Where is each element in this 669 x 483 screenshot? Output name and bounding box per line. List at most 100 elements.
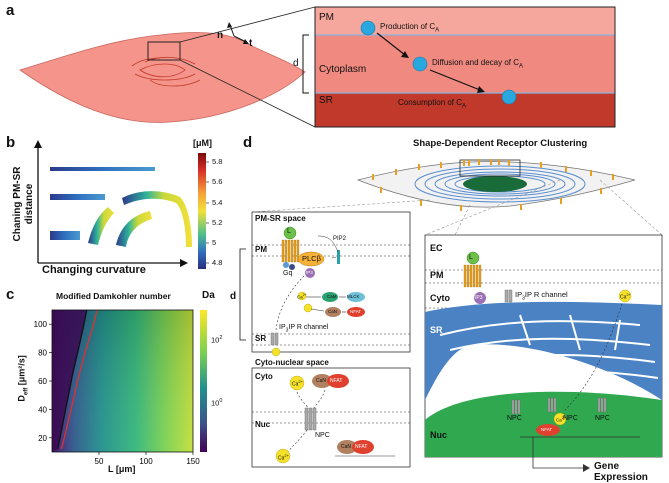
right-nfat-label: NFAT <box>541 427 553 432</box>
heatmap-x-label: L [μm] <box>108 464 136 474</box>
right-npc-label-1: NPC <box>507 415 522 422</box>
x-tick-label: 100 <box>139 457 153 466</box>
cytoplasm-label: Cytoplasm <box>319 64 367 75</box>
colorbar-b-tick-5: 4.8 <box>212 258 223 267</box>
colorbar-b-unit: [μM] <box>193 138 212 148</box>
right-ip3 <box>474 292 486 304</box>
colorbar-b-tick-1: 5.6 <box>212 177 223 186</box>
colorbar-da <box>200 310 207 452</box>
right-ligand <box>466 251 480 265</box>
right-ip3r-label: IP3IP R channel <box>515 290 568 302</box>
sr-label: SR <box>319 95 333 106</box>
right-pm-label: PM <box>430 270 444 280</box>
y-tick-label: 100 <box>34 320 48 329</box>
mlck-label: MLCK <box>347 294 360 299</box>
cytonuc-nuc-label: Nuc <box>255 420 271 429</box>
colorbar-b-tick-2: 5.4 <box>212 198 223 207</box>
y-tick-label: 60 <box>38 377 47 386</box>
colorbar-b-tick-3: 5.2 <box>212 218 223 227</box>
production-label: Production of CA <box>380 22 440 34</box>
right-ip3-label: IP3 <box>475 295 483 301</box>
right-sr-label: SR <box>430 325 443 335</box>
right-receptor <box>463 264 482 288</box>
cytonuc-nfat2-label: NFAT <box>355 444 368 450</box>
plcb-label: PLCβ <box>302 254 321 263</box>
pmsr-ip3r-label: IP3IP R channel <box>279 324 329 334</box>
consumption-label: Consumption of CA <box>398 98 467 110</box>
colorbar-da-tick-0: 102 <box>211 335 223 345</box>
zoom-detail-box <box>314 6 616 128</box>
colorbar-da-tick-1: 100 <box>211 398 223 408</box>
right-ligand-label: L <box>469 254 473 261</box>
gq-label: Gq <box>283 270 293 277</box>
curved-shape-tight <box>88 207 114 245</box>
pmsr-receptor <box>281 239 300 263</box>
cam-label: CaM <box>327 294 337 299</box>
pmsr-title: PM-SR space <box>255 214 306 223</box>
tangent-label: t <box>249 38 253 49</box>
zoom-box <box>147 41 181 61</box>
contour-line-0 <box>57 309 88 450</box>
top-cell-nucleus <box>463 176 527 192</box>
pmsr-sr-label: SR <box>255 334 267 343</box>
contour-line-1 <box>60 309 98 450</box>
gene-expression-label: Gene Expression <box>594 461 648 483</box>
pmsr-pm-label: PM <box>255 245 267 254</box>
pmsr-d-label: d <box>230 291 237 302</box>
cytonuc-ca2-label: Ca2+ <box>278 453 289 462</box>
right-npc-label-3: NPC <box>595 415 610 422</box>
molecule-production <box>360 20 376 36</box>
pmsr-ca-label: Ca2+ <box>297 293 307 300</box>
diffusion-label: Diffusion and decay of CA <box>432 58 524 70</box>
cytonuc-can-label: CaN <box>316 378 327 384</box>
clustering-title: Shape-Dependent Receptor Clustering <box>413 138 588 149</box>
y-tick-label: 80 <box>38 349 47 358</box>
molecule-diffusion <box>412 56 428 72</box>
panel-a-figure <box>19 6 616 128</box>
right-ca-label: Ca2+ <box>620 292 631 301</box>
pmsr-box <box>251 211 411 353</box>
panel-letter-d: d <box>243 134 253 151</box>
curved-shape-wide <box>122 191 192 247</box>
pmsr-ligand <box>283 226 297 240</box>
y-tick-label: 40 <box>38 405 47 414</box>
straight-bar-long <box>50 167 155 171</box>
straight-bar-short <box>50 231 80 240</box>
colorbar-b-tick-0: 5.8 <box>212 157 223 166</box>
curved-shape-mid <box>116 211 152 247</box>
cytonuc-title: Cyto-nuclear space <box>255 358 329 367</box>
right-nuc-label: Nuc <box>430 430 448 440</box>
pmsr-ip3 <box>305 268 315 278</box>
pmsr-ip3r <box>270 332 279 346</box>
plcb-ellipse <box>297 251 325 267</box>
panel-b-figure <box>34 140 209 269</box>
cytonuc-can2-label: CaN <box>341 444 352 450</box>
y-tick-label: 20 <box>38 434 47 443</box>
pip2-label: PIP2 <box>333 236 347 242</box>
panel-letter-a: a <box>6 2 15 19</box>
cytonuc-ca-label: Ca2+ <box>292 379 303 388</box>
pm-label: PM <box>319 12 334 23</box>
d-label: d <box>293 58 299 69</box>
cytonuc-npc-label: NPC <box>315 432 330 439</box>
normal-label: n <box>217 30 224 41</box>
straight-bar-medium <box>50 194 105 200</box>
cell-body <box>19 32 306 123</box>
panel-letter-c: c <box>6 286 15 303</box>
right-cyto-label: Cyto <box>430 293 450 303</box>
right-nuc-ca-label: Ca2+ <box>556 416 566 423</box>
colorbar-da-label: Da <box>202 290 215 301</box>
panel-letter-b: b <box>6 134 16 151</box>
right-ec-label: EC <box>430 243 443 253</box>
cytonuc-nfat-label: NFAT <box>330 378 343 384</box>
heatmap-title: Modified Damkohler number <box>56 291 171 301</box>
cytonuc-cyto-label: Cyto <box>255 372 273 381</box>
pmsr-nfat-label: NFAT <box>350 309 362 314</box>
low-da-region <box>52 310 87 452</box>
colorbar-b-tick-4: 5 <box>212 238 217 247</box>
pmsr-ip3-label: IP3 <box>306 270 313 275</box>
pmsr-can-label: CaN <box>328 309 338 314</box>
ligand-label: L <box>287 228 291 235</box>
